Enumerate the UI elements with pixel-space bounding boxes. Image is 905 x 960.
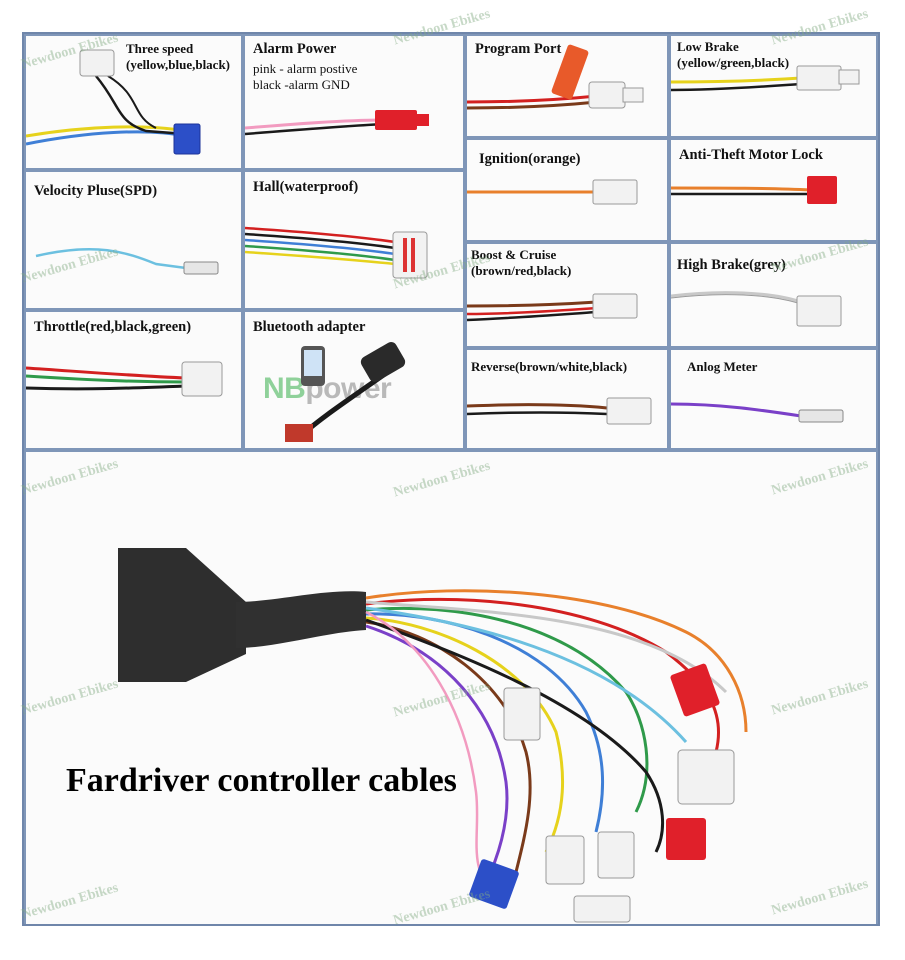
panel-high-brake: High Brake(grey): [671, 244, 876, 346]
panel-ignition: Ignition(orange): [467, 140, 667, 240]
alarm-power-title: Alarm Power: [253, 41, 337, 57]
bluetooth-adapter-image: [285, 342, 406, 442]
program-port-title: Program Port: [475, 41, 562, 57]
reverse-title: Reverse(brown/white,black): [471, 359, 628, 374]
analog-meter-title: Anlog Meter: [687, 359, 758, 374]
panel-anti-theft: Anti-Theft Motor Lock: [671, 140, 876, 240]
three-speed-title: Three speed: [126, 41, 194, 56]
program-port-wire-image: [467, 44, 644, 110]
alarm-power-line1: pink - alarm postive: [253, 61, 358, 76]
ignition-title: Ignition(orange): [479, 151, 581, 167]
analog-meter-wire-image: [671, 402, 844, 423]
hall-title: Hall(waterproof): [253, 179, 359, 195]
controller-cable-harness-image: [118, 548, 748, 923]
three-speed-subtitle: (yellow,blue,black): [126, 57, 231, 72]
three-speed-wire-image: [26, 49, 201, 155]
high-brake-title: High Brake(grey): [677, 257, 786, 273]
boost-cruise-subtitle: (brown/red,black): [471, 263, 572, 278]
panel-analog-meter: Anlog Meter: [671, 350, 876, 448]
low-brake-wire-image: [671, 65, 860, 92]
panel-alarm-power: Alarm Power pink - alarm postive black -…: [245, 36, 463, 168]
boost-cruise-title: Boost & Cruise: [471, 247, 557, 262]
panel-reverse: Reverse(brown/white,black): [467, 350, 667, 448]
panel-bluetooth: NBpower Bluetooth adapter: [245, 312, 463, 448]
panel-velocity: Velocity Pluse(SPD): [26, 172, 241, 308]
panel-low-brake: Low Brake (yellow/green,black): [671, 36, 876, 136]
high-brake-wire-image: [671, 291, 842, 327]
hall-wire-image: [245, 226, 428, 279]
panel-main-cables: Fardriver controller cables: [26, 452, 876, 924]
panel-hall: Hall(waterproof): [245, 172, 463, 308]
low-brake-subtitle: (yellow/green,black): [677, 55, 790, 70]
anti-theft-wire-image: [671, 176, 837, 204]
anti-theft-title: Anti-Theft Motor Lock: [679, 147, 823, 163]
velocity-title: Velocity Pluse(SPD): [34, 183, 158, 199]
panel-three-speed: Three speed (yellow,blue,black): [26, 36, 241, 168]
reverse-wire-image: [467, 397, 652, 425]
panel-throttle: Throttle(red,black,green): [26, 312, 241, 448]
bluetooth-title: Bluetooth adapter: [253, 319, 366, 335]
product-frame: Three speed (yellow,blue,black) Alarm Po…: [22, 32, 880, 926]
main-title: Fardriver controller cables: [66, 762, 457, 799]
panel-boost-cruise: Boost & Cruise (brown/red,black): [467, 244, 667, 346]
throttle-title: Throttle(red,black,green): [34, 319, 192, 335]
boost-cruise-wire-image: [467, 293, 638, 322]
alarm-power-wire-image: [245, 110, 429, 136]
low-brake-title: Low Brake: [677, 39, 739, 54]
ignition-wire-image: [467, 179, 638, 205]
panel-program-port: Program Port: [467, 36, 667, 136]
throttle-wire-image: [26, 361, 223, 397]
alarm-power-line2: black -alarm GND: [253, 77, 350, 92]
velocity-wire-image: [35, 247, 219, 275]
